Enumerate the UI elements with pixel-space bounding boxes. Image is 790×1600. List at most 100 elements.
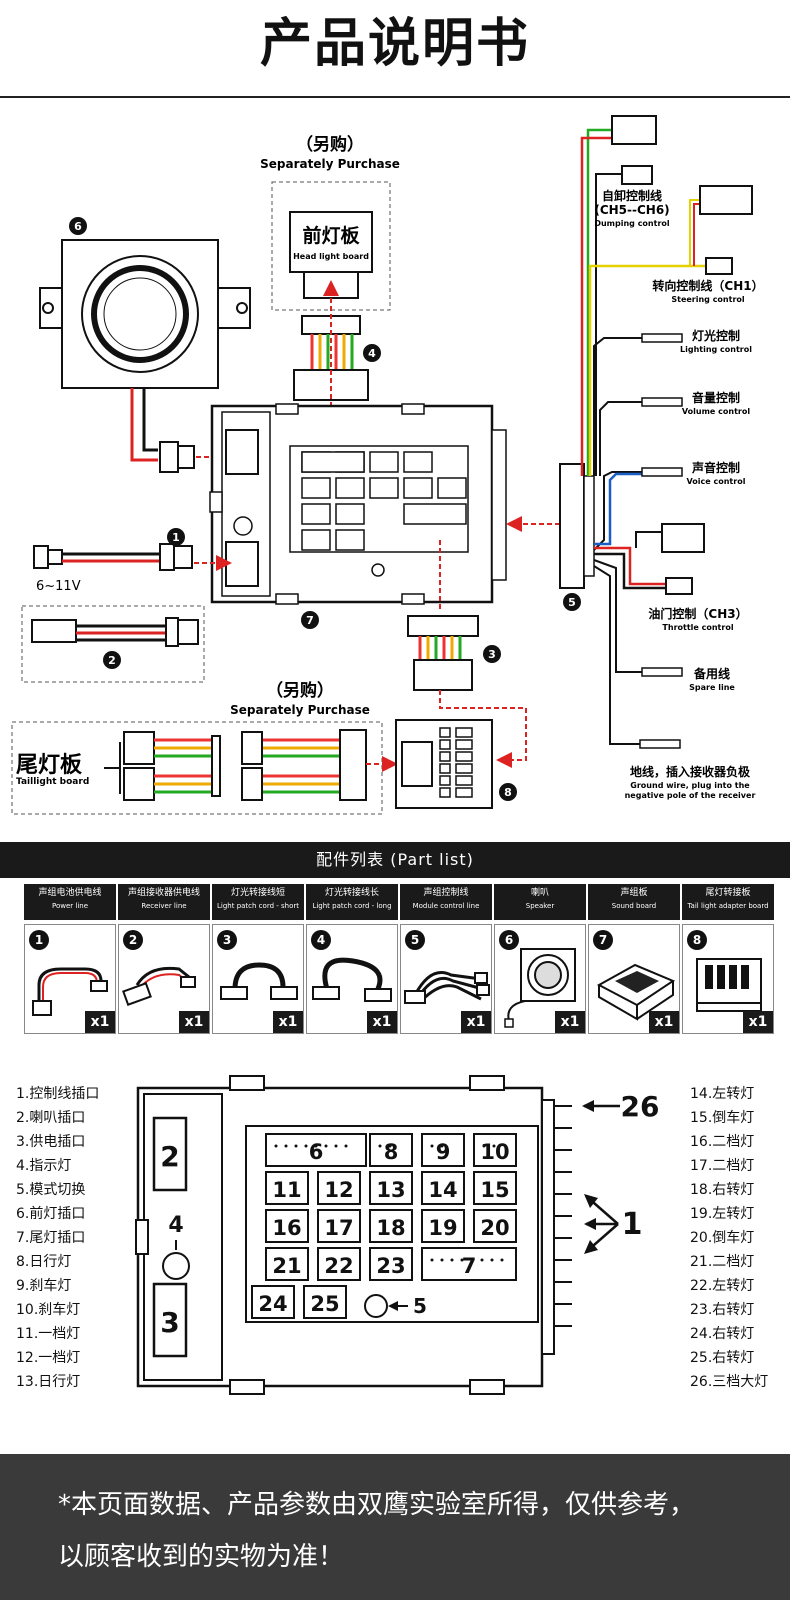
disclaimer-line-2: 以顾客收到的实物为准！ xyxy=(58,1542,345,1572)
part-name-cn: 灯光转接线长 xyxy=(324,888,379,898)
control-line-label: 转向控制线（CH1）Steering control xyxy=(652,278,763,304)
indicator-ring xyxy=(162,1252,190,1280)
board-port-label: 4 xyxy=(168,1213,183,1238)
port-legend-item: 13.日行灯 xyxy=(16,1374,81,1390)
adapter-pin xyxy=(439,763,451,774)
part-number: 5 xyxy=(405,930,425,950)
board-port-label: 9 xyxy=(436,1140,451,1164)
sound-board-main xyxy=(209,403,507,605)
port-legend-item: 20.倒车灯 xyxy=(690,1230,755,1246)
port-legend-item: 16.二档灯 xyxy=(690,1134,755,1150)
part-name-en: Module control line xyxy=(412,902,480,910)
board-port-label: 13 xyxy=(376,1178,405,1202)
part-number: 2 xyxy=(123,930,143,950)
part-image: 2 x1 xyxy=(118,924,210,1034)
board-socket xyxy=(369,1133,413,1167)
adapter-pin xyxy=(439,739,451,750)
part-name-en: Speaker xyxy=(525,902,555,910)
callout-number: 3 xyxy=(488,648,496,661)
adapter-pin xyxy=(439,775,451,786)
board-socket xyxy=(265,1133,367,1167)
board-socket xyxy=(369,1209,413,1243)
board-port-label: 5 xyxy=(413,1294,427,1318)
part-quantity: x1 xyxy=(367,1011,397,1033)
port-legend-item: 17.二档灯 xyxy=(690,1158,755,1174)
port-legend-item: 2.喇叭插口 xyxy=(16,1110,86,1126)
callout-badge xyxy=(69,217,87,235)
board-socket xyxy=(403,451,433,473)
board-socket xyxy=(317,1247,361,1281)
callout-number: 1 xyxy=(172,531,180,544)
long-cord-icon xyxy=(312,957,392,1002)
board-socket xyxy=(369,451,399,473)
headlight-board: 前灯板 Head light board xyxy=(289,211,373,299)
wiring-diagram: （另购） Separately Purchase 前灯板 Head light … xyxy=(11,115,764,815)
board-socket xyxy=(335,529,365,551)
control-line-cn: 备用线 xyxy=(693,666,730,681)
board-tab xyxy=(229,1075,265,1091)
board-socket xyxy=(303,1285,347,1319)
callout-badge xyxy=(167,528,185,546)
part-name-cn: 声组板 xyxy=(620,888,648,898)
part-name-cn: 喇叭 xyxy=(530,888,549,898)
control-line-en: Lighting control xyxy=(680,345,752,354)
callout-number: 2 xyxy=(108,654,116,667)
port-legend-item: 15.倒车灯 xyxy=(690,1110,755,1126)
indicator-led xyxy=(135,1219,149,1255)
board-port-label: 22 xyxy=(324,1254,353,1278)
board-socket xyxy=(265,1247,309,1281)
port-legend-item: 8.日行灯 xyxy=(16,1254,72,1270)
port-legend-item: 24.右转灯 xyxy=(690,1326,755,1342)
port-legend-item: 25.右转灯 xyxy=(690,1350,755,1366)
board-socket xyxy=(421,1247,517,1281)
control-line-label: 灯光控制 Lighting control xyxy=(680,328,752,354)
part-name-en: Light patch cord - long xyxy=(312,902,392,910)
power-line-icon xyxy=(32,967,108,1016)
tail-adapter-board xyxy=(395,719,493,809)
control-line-en: Steering control xyxy=(671,295,745,304)
speaker-port xyxy=(152,1116,188,1192)
headlight-board-cn: 前灯板 xyxy=(302,224,360,247)
board-port-label: 18 xyxy=(376,1216,405,1240)
part-name-cn: 声组接收器供电线 xyxy=(127,888,200,898)
part-name-en: Power line xyxy=(51,902,89,910)
control-line-channel: (CH5--CH6) xyxy=(594,203,669,217)
board-socket xyxy=(251,1285,295,1319)
port-legend-item: 4.指示灯 xyxy=(16,1158,72,1174)
part-quantity: x1 xyxy=(179,1011,209,1033)
part-quantity: x1 xyxy=(273,1011,303,1033)
port-legend-item: 10.刹车灯 xyxy=(16,1302,81,1318)
adapter-pin xyxy=(439,727,451,738)
control-line-label: 油门控制（CH3）Throttle control xyxy=(648,606,747,632)
callout-number: 6 xyxy=(74,220,82,233)
board-port-label: 7 xyxy=(462,1254,477,1278)
port-legend-item: 6.前灯插口 xyxy=(16,1206,86,1222)
control-line-cn: 自卸控制线 xyxy=(602,188,662,203)
board-socket xyxy=(301,477,331,499)
part-quantity: x1 xyxy=(743,1011,773,1033)
power-port xyxy=(152,1282,188,1358)
speaker xyxy=(39,239,251,473)
taillight-board: 尾灯板 Taillight board xyxy=(16,729,367,801)
voltage-label: 6~11V xyxy=(36,579,81,594)
mode-switch xyxy=(364,1294,388,1318)
adapter-pin xyxy=(455,775,473,786)
board-socket xyxy=(265,1209,309,1243)
board-socket xyxy=(403,477,433,499)
control-line-cn: 灯光控制 xyxy=(692,328,740,343)
short-cord-icon xyxy=(220,962,298,1000)
part-list-title: 配件列表 (Part list) xyxy=(316,850,474,869)
